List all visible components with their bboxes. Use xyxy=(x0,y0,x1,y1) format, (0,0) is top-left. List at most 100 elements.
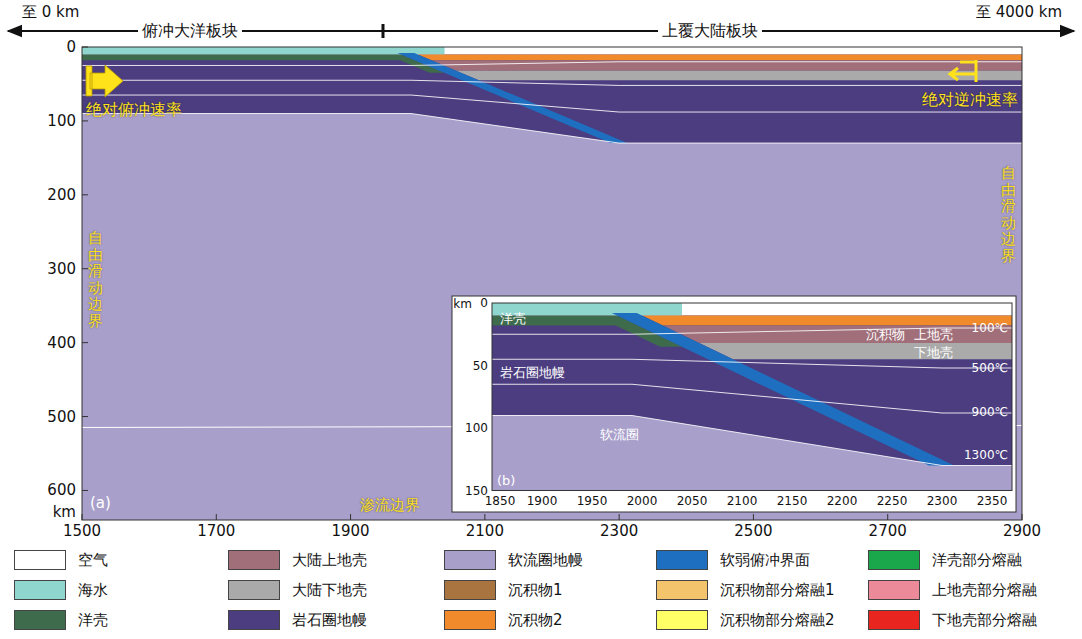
axis-tick-label: 150 xyxy=(465,485,488,497)
boundary-label: 自由滑动边界 xyxy=(1001,165,1016,264)
axis-tick-label: 2250 xyxy=(877,495,908,507)
panel-letter: (a) xyxy=(90,496,111,511)
legend-text: 沉积物1 xyxy=(508,583,563,598)
axis-tick-label: 200 xyxy=(47,187,76,202)
axis-tick-label: 2900 xyxy=(1003,524,1041,539)
legend-swatch xyxy=(228,610,280,630)
boundary-label: 自由滑动边界 xyxy=(88,230,103,329)
isotherm-label: 900℃ xyxy=(972,406,1008,418)
tick xyxy=(887,514,888,520)
isotherm xyxy=(492,384,1012,413)
isotherm xyxy=(82,95,1022,112)
legend-text: 软流圈地幔 xyxy=(508,553,583,568)
air-layer xyxy=(82,47,1022,54)
axis-tick-label: 400 xyxy=(47,335,76,350)
tick xyxy=(216,514,217,520)
lithospheric-mantle xyxy=(492,303,1012,466)
legend-swatch xyxy=(444,550,496,570)
axis-tick-label: 2200 xyxy=(827,495,858,507)
legend-swatch xyxy=(228,580,280,600)
axis-tick-label: 2000 xyxy=(627,495,658,507)
axis-tick-label: 100 xyxy=(47,113,76,128)
subduction-velocity-arrow xyxy=(86,65,123,97)
asthenosphere xyxy=(492,303,1012,491)
tick xyxy=(350,514,351,520)
axis-tick-label: 1900 xyxy=(331,524,369,539)
extent-label: 至 0 km xyxy=(22,5,79,20)
layer-label: 上地壳 xyxy=(914,328,953,341)
legend-text: 岩石圈地幔 xyxy=(292,613,367,628)
legend-text: 下地壳部分熔融 xyxy=(932,613,1037,628)
isotherm-label: 100℃ xyxy=(972,322,1008,334)
axis-tick-label: 2100 xyxy=(466,524,504,539)
legend-swatch xyxy=(868,580,920,600)
inset-frame xyxy=(492,303,1012,491)
axis-tick-label: 1700 xyxy=(197,524,235,539)
tick xyxy=(82,514,83,520)
tick xyxy=(484,514,485,520)
tick xyxy=(82,194,88,195)
tick xyxy=(1022,514,1023,520)
legend-text: 空气 xyxy=(78,553,108,568)
legend-text: 沉积物部分熔融2 xyxy=(720,613,835,628)
axis-tick-label: 2050 xyxy=(677,495,708,507)
isotherm xyxy=(492,359,1012,368)
lithospheric-mantle xyxy=(82,47,1022,143)
seawater xyxy=(82,47,445,54)
axis-tick-label: 0 xyxy=(66,40,76,55)
layer-label: 沉积物 xyxy=(866,328,905,341)
velocity-label: 绝对俯冲速率 xyxy=(86,102,182,118)
air-layer xyxy=(492,303,1012,316)
tick xyxy=(82,47,88,48)
axis-tick-label: 2150 xyxy=(777,495,808,507)
legend-swatch xyxy=(14,610,66,630)
legend-swatch xyxy=(656,610,708,630)
oceanic-crust xyxy=(82,54,445,72)
isotherm-label: 500℃ xyxy=(972,362,1008,374)
inset-panel xyxy=(492,303,1012,491)
velocity-label: 绝对逆冲速率 xyxy=(922,92,1018,108)
tick xyxy=(82,342,88,343)
legend-swatch xyxy=(14,580,66,600)
layer-label: 岩石圈地幔 xyxy=(500,366,565,379)
axis-tick-label: 1850 xyxy=(485,495,516,507)
isotherm-label: 1300℃ xyxy=(964,449,1008,461)
axis-tick-label: 50 xyxy=(473,360,488,372)
axis-tick-label: 2300 xyxy=(600,524,638,539)
tick xyxy=(82,490,88,491)
legend-text: 大陆上地壳 xyxy=(292,553,367,568)
weak-subduction-interface xyxy=(397,53,627,143)
weak-subduction-interface xyxy=(612,313,954,466)
plate-name: 上覆大陆板块 xyxy=(658,22,762,40)
legend-text: 沉积物部分熔融1 xyxy=(720,583,835,598)
isotherm xyxy=(492,416,1012,466)
legend-swatch xyxy=(868,610,920,630)
legend-text: 大陆下地壳 xyxy=(292,583,367,598)
panel-letter: (b) xyxy=(497,474,515,487)
layer-label: 洋壳 xyxy=(500,312,526,325)
plate-name: 俯冲大洋板块 xyxy=(138,22,242,40)
lower-crust xyxy=(699,343,1012,359)
lower-crust xyxy=(456,71,1022,81)
layer-label: 软流圈 xyxy=(600,428,639,441)
axis-tick-label: 300 xyxy=(47,261,76,276)
axis-unit: km xyxy=(53,505,76,520)
legend-swatch xyxy=(444,610,496,630)
legend-swatch xyxy=(228,550,280,570)
axis-tick-label: 2300 xyxy=(927,495,958,507)
layer-label: 下地壳 xyxy=(914,346,953,359)
axis-tick-label: 0 xyxy=(480,297,488,309)
tick xyxy=(82,120,88,121)
extent-label: 至 4000 km xyxy=(976,5,1062,20)
axis-tick-label: 2500 xyxy=(734,524,772,539)
tick xyxy=(82,268,88,269)
tick xyxy=(753,514,754,520)
legend-text: 沉积物2 xyxy=(508,613,563,628)
sediment-layer xyxy=(418,54,1022,60)
legend-text: 海水 xyxy=(78,583,108,598)
axis-tick-label: 1500 xyxy=(63,524,101,539)
boundary-label: 渗流边界 xyxy=(360,498,420,513)
axis-tick-label: 600 xyxy=(47,483,76,498)
sediment-layer xyxy=(642,316,1012,326)
